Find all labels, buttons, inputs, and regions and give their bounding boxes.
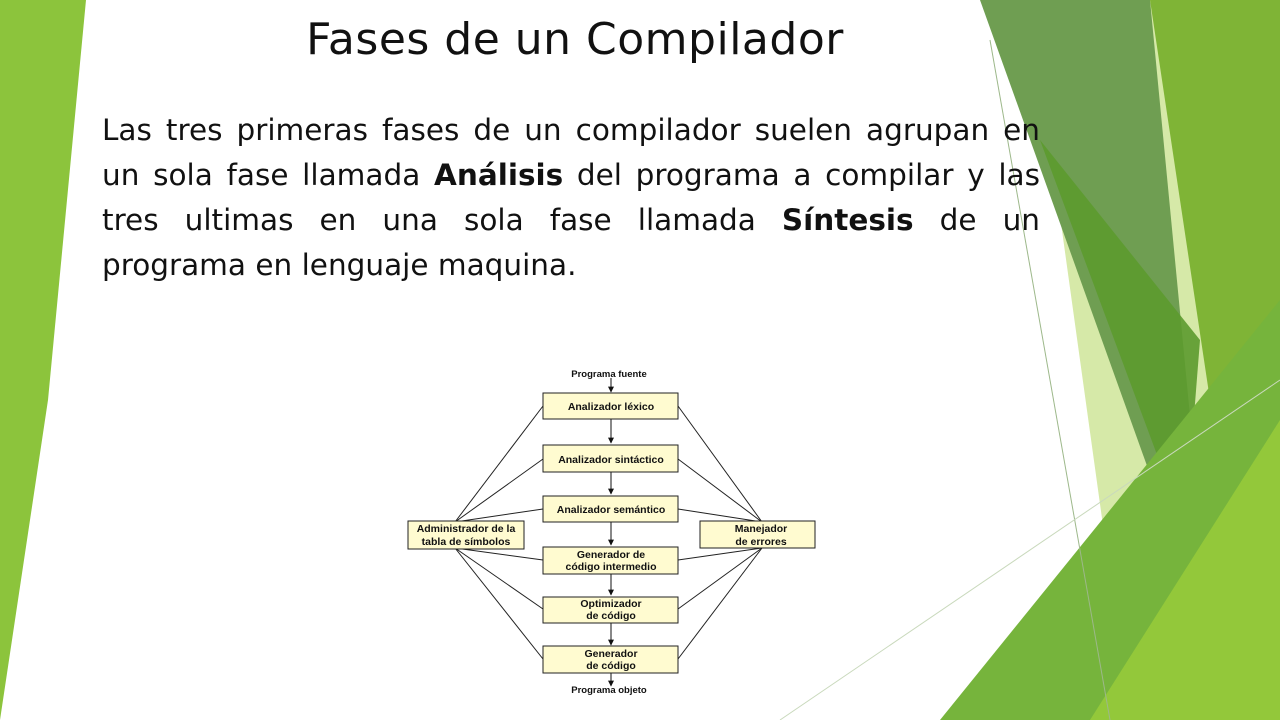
symbol-table-line2: tabla de símbolos <box>422 536 511 548</box>
source-program-label: Programa fuente <box>571 369 647 380</box>
phase-code-generator: Generador de código <box>542 645 679 674</box>
slide-paragraph: Las tres primeras fases de un compilador… <box>102 108 1040 288</box>
phase-optimizer: Optimizador de código <box>542 596 679 624</box>
left-green-strip <box>0 0 86 720</box>
error-handler-line1: Manejador <box>735 523 788 535</box>
target-program-label: Programa objeto <box>571 685 647 696</box>
error-handler-line2: de errores <box>735 536 787 548</box>
phase-syntactic: Analizador sintáctico <box>542 444 679 473</box>
slide-title: Fases de un Compilador <box>306 14 844 65</box>
symbol-table-line1: Administrador de la <box>417 523 516 535</box>
compiler-phases-diagram: Programa fuente Programa objeto Analizad… <box>407 369 816 696</box>
phase-label-line2: de código <box>586 610 636 622</box>
error-handler-connectors <box>677 405 763 660</box>
phase-label: Analizador semántico <box>557 504 666 516</box>
bottom-bright-facet <box>1090 420 1280 720</box>
phase-semantic: Analizador semántico <box>542 495 679 523</box>
paragraph-text-1: Las tres primeras fases de un compilador… <box>102 113 1040 192</box>
phase-label-line1: Optimizador <box>580 598 641 610</box>
phase-label-line2: de código <box>586 660 636 672</box>
phase-label: Analizador sintáctico <box>558 454 664 466</box>
phase-lexical: Analizador léxico <box>542 392 679 420</box>
thin-diagonal-line-2 <box>779 379 1280 720</box>
phase-label-line2: código intermedio <box>565 561 656 573</box>
thin-diagonal-line <box>989 39 1111 720</box>
paragraph-text-3: de un programa en lenguaje maquina. <box>102 203 1040 282</box>
paragraph-text-2: del programa a compilar y las tres ultim… <box>102 158 1040 237</box>
error-handler: Manejador de errores <box>699 520 816 549</box>
right-dark-facet <box>1040 140 1200 530</box>
synthesis-term: Síntesis <box>781 203 914 237</box>
phase-label-line1: Generador de <box>577 549 645 561</box>
phase-label: Analizador léxico <box>568 401 654 413</box>
phase-label-line1: Generador <box>584 648 637 660</box>
phase-intermediate-code: Generador de código intermedio <box>542 546 679 575</box>
analysis-term: Análisis <box>433 158 564 192</box>
symbol-table-connectors <box>454 405 544 660</box>
symbol-table-manager: Administrador de la tabla de símbolos <box>407 520 525 550</box>
